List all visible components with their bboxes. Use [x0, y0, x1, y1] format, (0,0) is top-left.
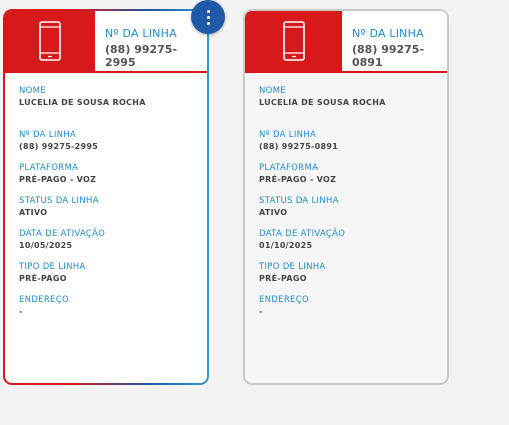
card-header: Nº DA LINHA (88) 99275-0891 [245, 11, 447, 73]
field-status: STATUS DA LINHA ATIVO [19, 196, 207, 219]
field-value: - [259, 307, 263, 316]
field-nome: NOME LUCELIA DE SOUSA ROCHA [259, 86, 447, 109]
more-vertical-icon[interactable] [191, 0, 225, 34]
field-value: - [19, 307, 23, 316]
field-value: ATIVO [259, 208, 288, 217]
field-value: PRÉ-PAGO [19, 274, 67, 283]
header-line-label: Nº DA LINHA [352, 27, 424, 40]
field-label: TIPO DE LINHA [259, 262, 326, 272]
field-value: PRÉ-PAGO [259, 274, 307, 283]
header-text: Nº DA LINHA (88) 99275-0891 [342, 11, 447, 71]
field-endereco: ENDEREÇO - [19, 295, 207, 318]
field-value: (88) 99275-0891 [259, 142, 339, 151]
field-label: STATUS DA LINHA [19, 196, 99, 206]
field-linha: Nº DA LINHA (88) 99275-0891 [259, 130, 447, 153]
field-plataforma: PLATAFORMA PRÉ-PAGO - VOZ [19, 163, 207, 186]
field-value: LUCELIA DE SOUSA ROCHA [19, 98, 146, 107]
header-text: Nº DA LINHA (88) 99275-2995 [95, 11, 207, 71]
field-label: ENDEREÇO [19, 295, 69, 305]
field-linha: Nº DA LINHA (88) 99275-2995 [19, 130, 207, 153]
field-label: TIPO DE LINHA [19, 262, 86, 272]
field-value: 10/05/2025 [19, 241, 73, 250]
field-label: NOME [19, 86, 46, 96]
field-label: DATA DE ATIVAÇÃO [19, 229, 106, 239]
field-value: 01/10/2025 [259, 241, 313, 250]
field-tipo: TIPO DE LINHA PRÉ-PAGO [19, 262, 207, 285]
mobile-phone-icon [5, 11, 95, 71]
field-plataforma: PLATAFORMA PRÉ-PAGO - VOZ [259, 163, 447, 186]
card-header: Nº DA LINHA (88) 99275-2995 [5, 0, 225, 73]
field-value: PRÉ-PAGO - VOZ [259, 175, 337, 184]
field-value: ATIVO [19, 208, 48, 217]
header-line-label: Nº DA LINHA [105, 27, 177, 40]
field-nome: NOME LUCELIA DE SOUSA ROCHA [19, 86, 207, 109]
field-endereco: ENDEREÇO - [259, 295, 447, 318]
field-value: (88) 99275-2995 [19, 142, 99, 151]
field-ativacao: DATA DE ATIVAÇÃO 01/10/2025 [259, 229, 447, 252]
field-label: ENDEREÇO [259, 295, 309, 305]
field-ativacao: DATA DE ATIVAÇÃO 10/05/2025 [19, 229, 207, 252]
field-value: LUCELIA DE SOUSA ROCHA [259, 98, 386, 107]
field-value: PRÉ-PAGO - VOZ [19, 175, 97, 184]
field-label: PLATAFORMA [259, 163, 319, 173]
line-card[interactable]: Nº DA LINHA (88) 99275-0891 NOME LUCELIA… [243, 9, 449, 385]
line-card-selected[interactable]: Nº DA LINHA (88) 99275-2995 NOME LUCELIA… [3, 0, 225, 385]
field-label: PLATAFORMA [19, 163, 79, 173]
field-tipo: TIPO DE LINHA PRÉ-PAGO [259, 262, 447, 285]
field-label: Nº DA LINHA [259, 130, 317, 140]
field-status: STATUS DA LINHA ATIVO [259, 196, 447, 219]
header-line-number: (88) 99275-0891 [352, 43, 425, 69]
field-label: Nº DA LINHA [19, 130, 77, 140]
field-label: NOME [259, 86, 286, 96]
field-label: STATUS DA LINHA [259, 196, 339, 206]
card-fields: NOME LUCELIA DE SOUSA ROCHA Nº DA LINHA … [5, 73, 207, 318]
card-fields: NOME LUCELIA DE SOUSA ROCHA Nº DA LINHA … [245, 73, 447, 318]
header-line-number: (88) 99275-2995 [105, 43, 178, 69]
mobile-phone-icon [245, 11, 342, 71]
field-label: DATA DE ATIVAÇÃO [259, 229, 346, 239]
